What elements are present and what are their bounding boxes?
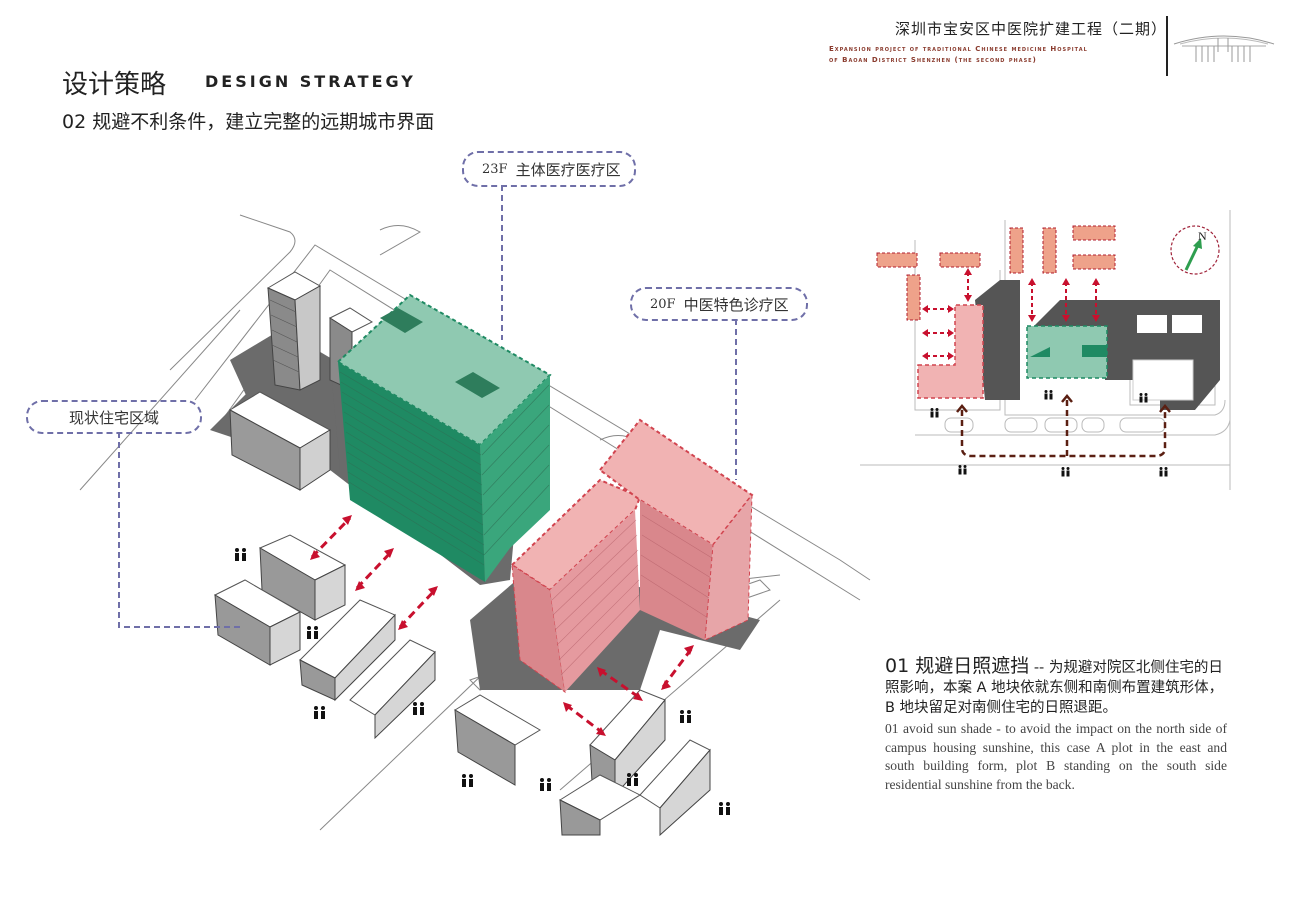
sunlight-distance-arrows xyxy=(310,516,694,735)
header-divider xyxy=(1166,16,1168,76)
callout-leaders xyxy=(118,185,737,628)
project-title-cn: 深圳市宝安区中医院扩建工程（二期） xyxy=(895,20,1168,38)
project-title-en-line2: of Baoan District Shenzhen (the second p… xyxy=(829,56,1037,64)
existing-slab-housing xyxy=(228,391,332,491)
callout-20f-tcm-clinic: 20F 中医特色诊疗区 xyxy=(630,287,808,321)
description-body-cn: -- 为规避对院区北侧住宅的日照影响，本案 A 地块依就东侧和南侧布置建筑形体，… xyxy=(885,660,1224,716)
section-subtitle: 02 规避不利条件，建立完整的远期城市界面 xyxy=(62,111,435,133)
callout-label: 现状住宅区域 xyxy=(68,408,159,427)
arrowheads xyxy=(310,515,694,736)
section-title-en: DESIGN STRATEGY xyxy=(205,72,416,91)
section-title-cn: 设计策略 xyxy=(62,70,167,100)
site-plan-inset xyxy=(860,210,1231,490)
hospital-logo-icon xyxy=(1173,35,1275,62)
front-residential-blocks xyxy=(213,534,711,837)
project-title-en: Expansion project of traditional Chinese… xyxy=(829,44,1088,66)
callout-floors: 23F xyxy=(482,161,508,177)
description-lead: 01 规避日照遮挡 xyxy=(885,655,1030,677)
callout-label: 主体医疗医疗区 xyxy=(515,160,621,179)
callout-existing-residential: 现状住宅区域 xyxy=(26,400,202,434)
project-title-en-line1: Expansion project of traditional Chinese… xyxy=(829,45,1088,53)
callout-floors: 20F xyxy=(650,296,676,312)
strategy-description: 01 规避日照遮挡 -- 为规避对院区北侧住宅的日照影响，本案 A 地块依就东侧… xyxy=(885,656,1227,794)
callout-label: 中医特色诊疗区 xyxy=(683,295,789,314)
compass-north-label: N xyxy=(1198,229,1207,243)
pedestrian-icons xyxy=(235,548,730,815)
description-cn: 01 规避日照遮挡 -- 为规避对院区北侧住宅的日照影响，本案 A 地块依就东侧… xyxy=(885,656,1227,718)
pink-tower-20f xyxy=(510,418,754,694)
north-compass-icon xyxy=(1170,225,1220,275)
callout-23f-main-medical: 23F 主体医疗医疗区 xyxy=(462,151,636,187)
description-en: 01 avoid sun shade - to avoid the impact… xyxy=(885,721,1227,792)
green-tower-23f xyxy=(336,293,552,582)
